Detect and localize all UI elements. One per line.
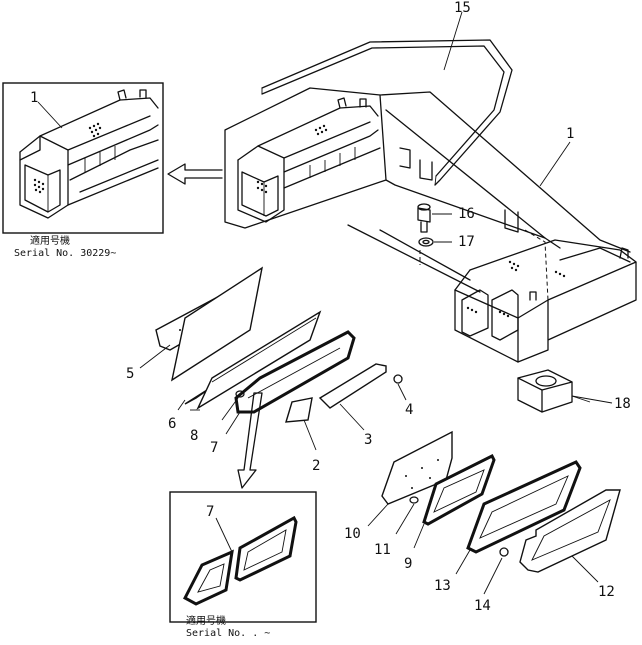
inset-bottom-caption-jp: 適用号機 (186, 614, 226, 627)
gasket-9 (413, 453, 496, 549)
block-18 (517, 369, 613, 413)
arrow-down-icon (237, 392, 263, 489)
plate-3 (318, 363, 387, 431)
inset-top-caption-serial: Serial No. 30229~ (14, 248, 116, 259)
inset-bottom-caption-serial: Serial No. . ~ (186, 628, 270, 639)
callout-7: 7 (210, 440, 218, 456)
callout-17: 17 (458, 234, 475, 250)
inset-top-caption-jp: 適用号機 (30, 234, 70, 247)
callout-1: 1 (566, 126, 574, 142)
plate-12 (519, 489, 621, 583)
inset-top-left: 1 適用号機 Serial No. 30229~ (2, 82, 164, 259)
plate-10 (367, 430, 453, 527)
washer-11-icon (395, 496, 419, 535)
detail-frame (224, 87, 387, 229)
gasket-13 (455, 460, 582, 575)
plate-2 (285, 397, 317, 451)
vent-grille-icon (466, 260, 566, 318)
callout-12: 12 (598, 584, 615, 600)
callout-5: 5 (126, 366, 134, 382)
vent-grille-icon (33, 122, 102, 194)
washer-14-icon (483, 547, 509, 595)
rail-15 (261, 39, 513, 186)
callout-3: 3 (364, 432, 372, 448)
callout-14: 14 (474, 598, 491, 614)
callout-18: 18 (614, 396, 631, 412)
inset-bottom: 7 適用号機 Serial No. . ~ (169, 491, 317, 639)
callout-4: 4 (405, 402, 413, 418)
main-assembly (224, 39, 637, 363)
washer-4-icon (393, 374, 407, 401)
callout-11: 11 (374, 542, 391, 558)
callout-16: 16 (458, 206, 475, 222)
vent-grille-icon (256, 124, 328, 194)
bolt-16-icon (417, 203, 452, 233)
gasket-7 (225, 330, 356, 435)
callout-10: 10 (344, 526, 361, 542)
callout-6: 6 (168, 416, 176, 432)
inset-top-frame (2, 82, 164, 234)
callout-1-inset: 1 (30, 90, 38, 106)
callout-2: 2 (312, 458, 320, 474)
inset-bottom-frame (169, 491, 317, 623)
washer-17-icon (418, 237, 452, 247)
callout-15: 15 (454, 0, 471, 16)
callout-9: 9 (404, 556, 412, 572)
plate-6 (170, 266, 322, 411)
arrow-left-icon (167, 163, 223, 185)
callout-7-inset: 7 (206, 504, 214, 520)
callout-8: 8 (190, 428, 198, 444)
washer-8-icon (221, 390, 245, 421)
callout-13: 13 (434, 578, 451, 594)
